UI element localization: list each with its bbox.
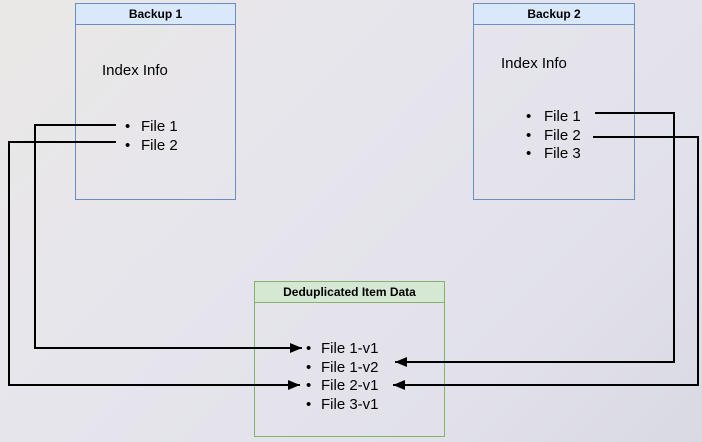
backup1-file-list: File 1 File 2 (125, 118, 178, 155)
backup2-title: Backup 2 (474, 4, 634, 25)
file-list-item: File 2 (125, 137, 178, 156)
file-list-item: File 1-v2 (306, 359, 379, 378)
file-list-item: File 1 (526, 108, 581, 127)
file-list-item: File 2-v1 (306, 377, 379, 396)
backup2-file-list: File 1 File 2 File 3 (526, 108, 581, 164)
file-list-item: File 1 (125, 118, 178, 137)
backup1-box: Backup 1 Index Info File 1 File 2 (75, 3, 236, 200)
backup2-index-info-label: Index Info (501, 55, 567, 72)
backup1-index-info-label: Index Info (102, 62, 168, 79)
dedup-file-list: File 1-v1 File 1-v2 File 2-v1 File 3-v1 (306, 340, 379, 414)
file-list-item: File 3 (526, 145, 581, 164)
file-list-item: File 1-v1 (306, 340, 379, 359)
backup2-box: Backup 2 Index Info File 1 File 2 File 3 (473, 3, 635, 200)
deduplicated-item-data-box: Deduplicated Item Data File 1-v1 File 1-… (254, 281, 445, 437)
backup1-title: Backup 1 (76, 4, 235, 25)
file-list-item: File 3-v1 (306, 396, 379, 415)
dedup-title: Deduplicated Item Data (255, 282, 444, 303)
file-list-item: File 2 (526, 127, 581, 146)
